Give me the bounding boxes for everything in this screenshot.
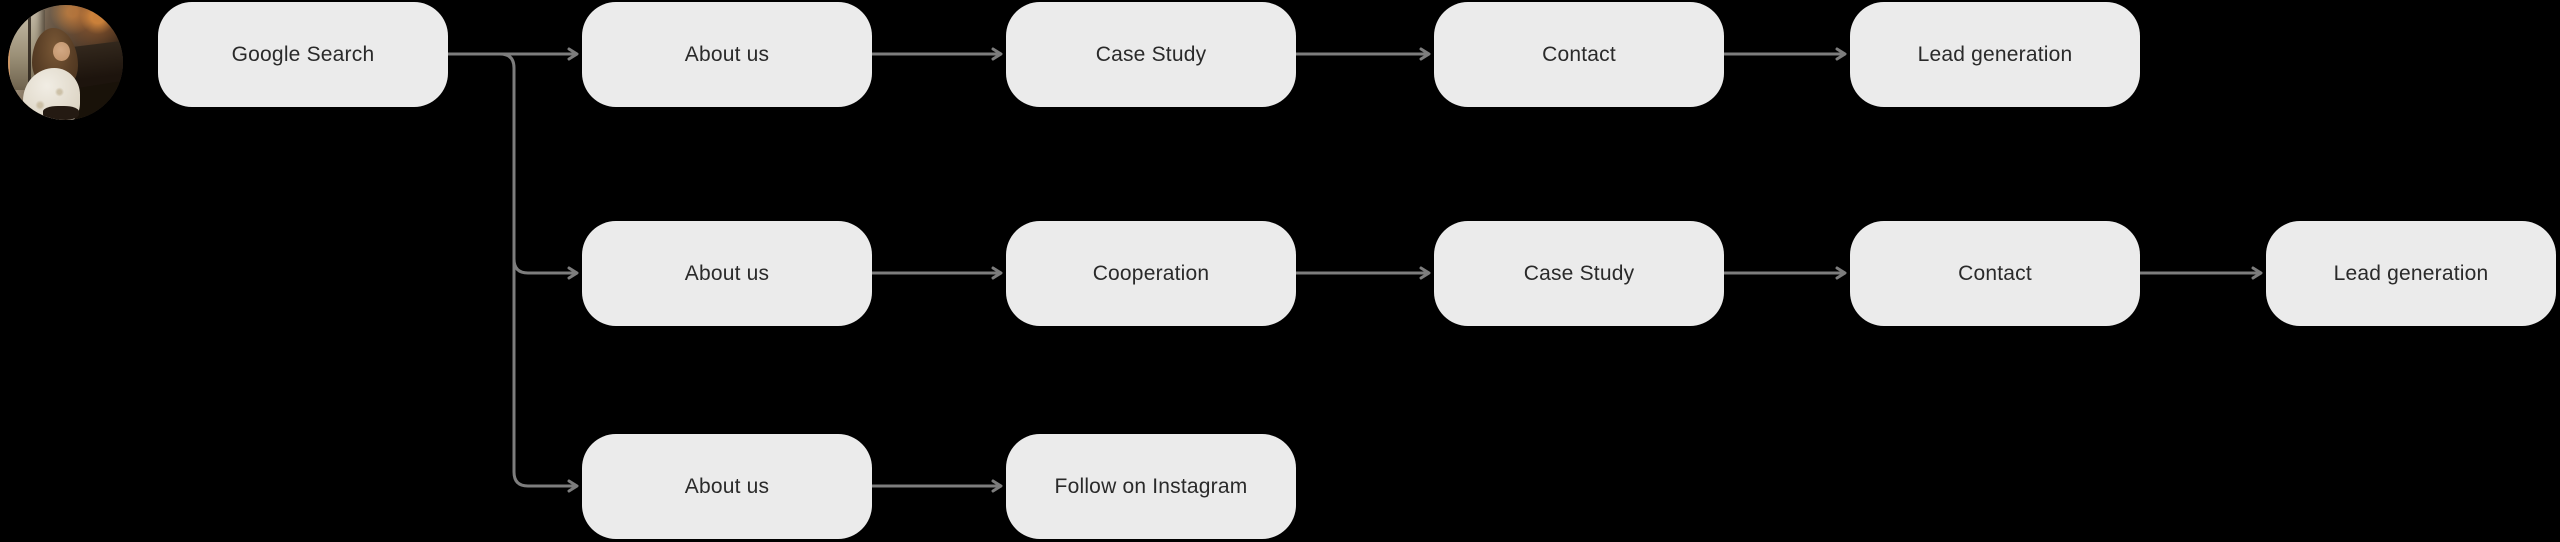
edge-branch-google-to-aboutus-2 [512, 258, 579, 280]
flow-node-google-search[interactable]: Google Search [158, 2, 448, 107]
avatar-photo-face [52, 41, 71, 62]
flow-node-cooperation[interactable]: Cooperation [1006, 221, 1296, 326]
profile-avatar[interactable] [8, 5, 123, 120]
edge-trunk-google-to-aboutus-3 [499, 52, 579, 493]
flow-node-about-us-3[interactable]: About us [582, 434, 872, 539]
flow-node-lead-generation-2[interactable]: Lead generation [2266, 221, 2556, 326]
flow-node-case-study-2[interactable]: Case Study [1434, 221, 1724, 326]
flow-node-contact-2[interactable]: Contact [1850, 221, 2140, 326]
flow-node-contact-1[interactable]: Contact [1434, 2, 1724, 107]
flow-node-about-us-2[interactable]: About us [582, 221, 872, 326]
flow-node-follow-on-instagram[interactable]: Follow on Instagram [1006, 434, 1296, 539]
avatar-photo-belt [42, 106, 80, 120]
flow-node-about-us-1[interactable]: About us [582, 2, 872, 107]
flow-node-case-study-1[interactable]: Case Study [1006, 2, 1296, 107]
flow-node-lead-generation-1[interactable]: Lead generation [1850, 2, 2140, 107]
